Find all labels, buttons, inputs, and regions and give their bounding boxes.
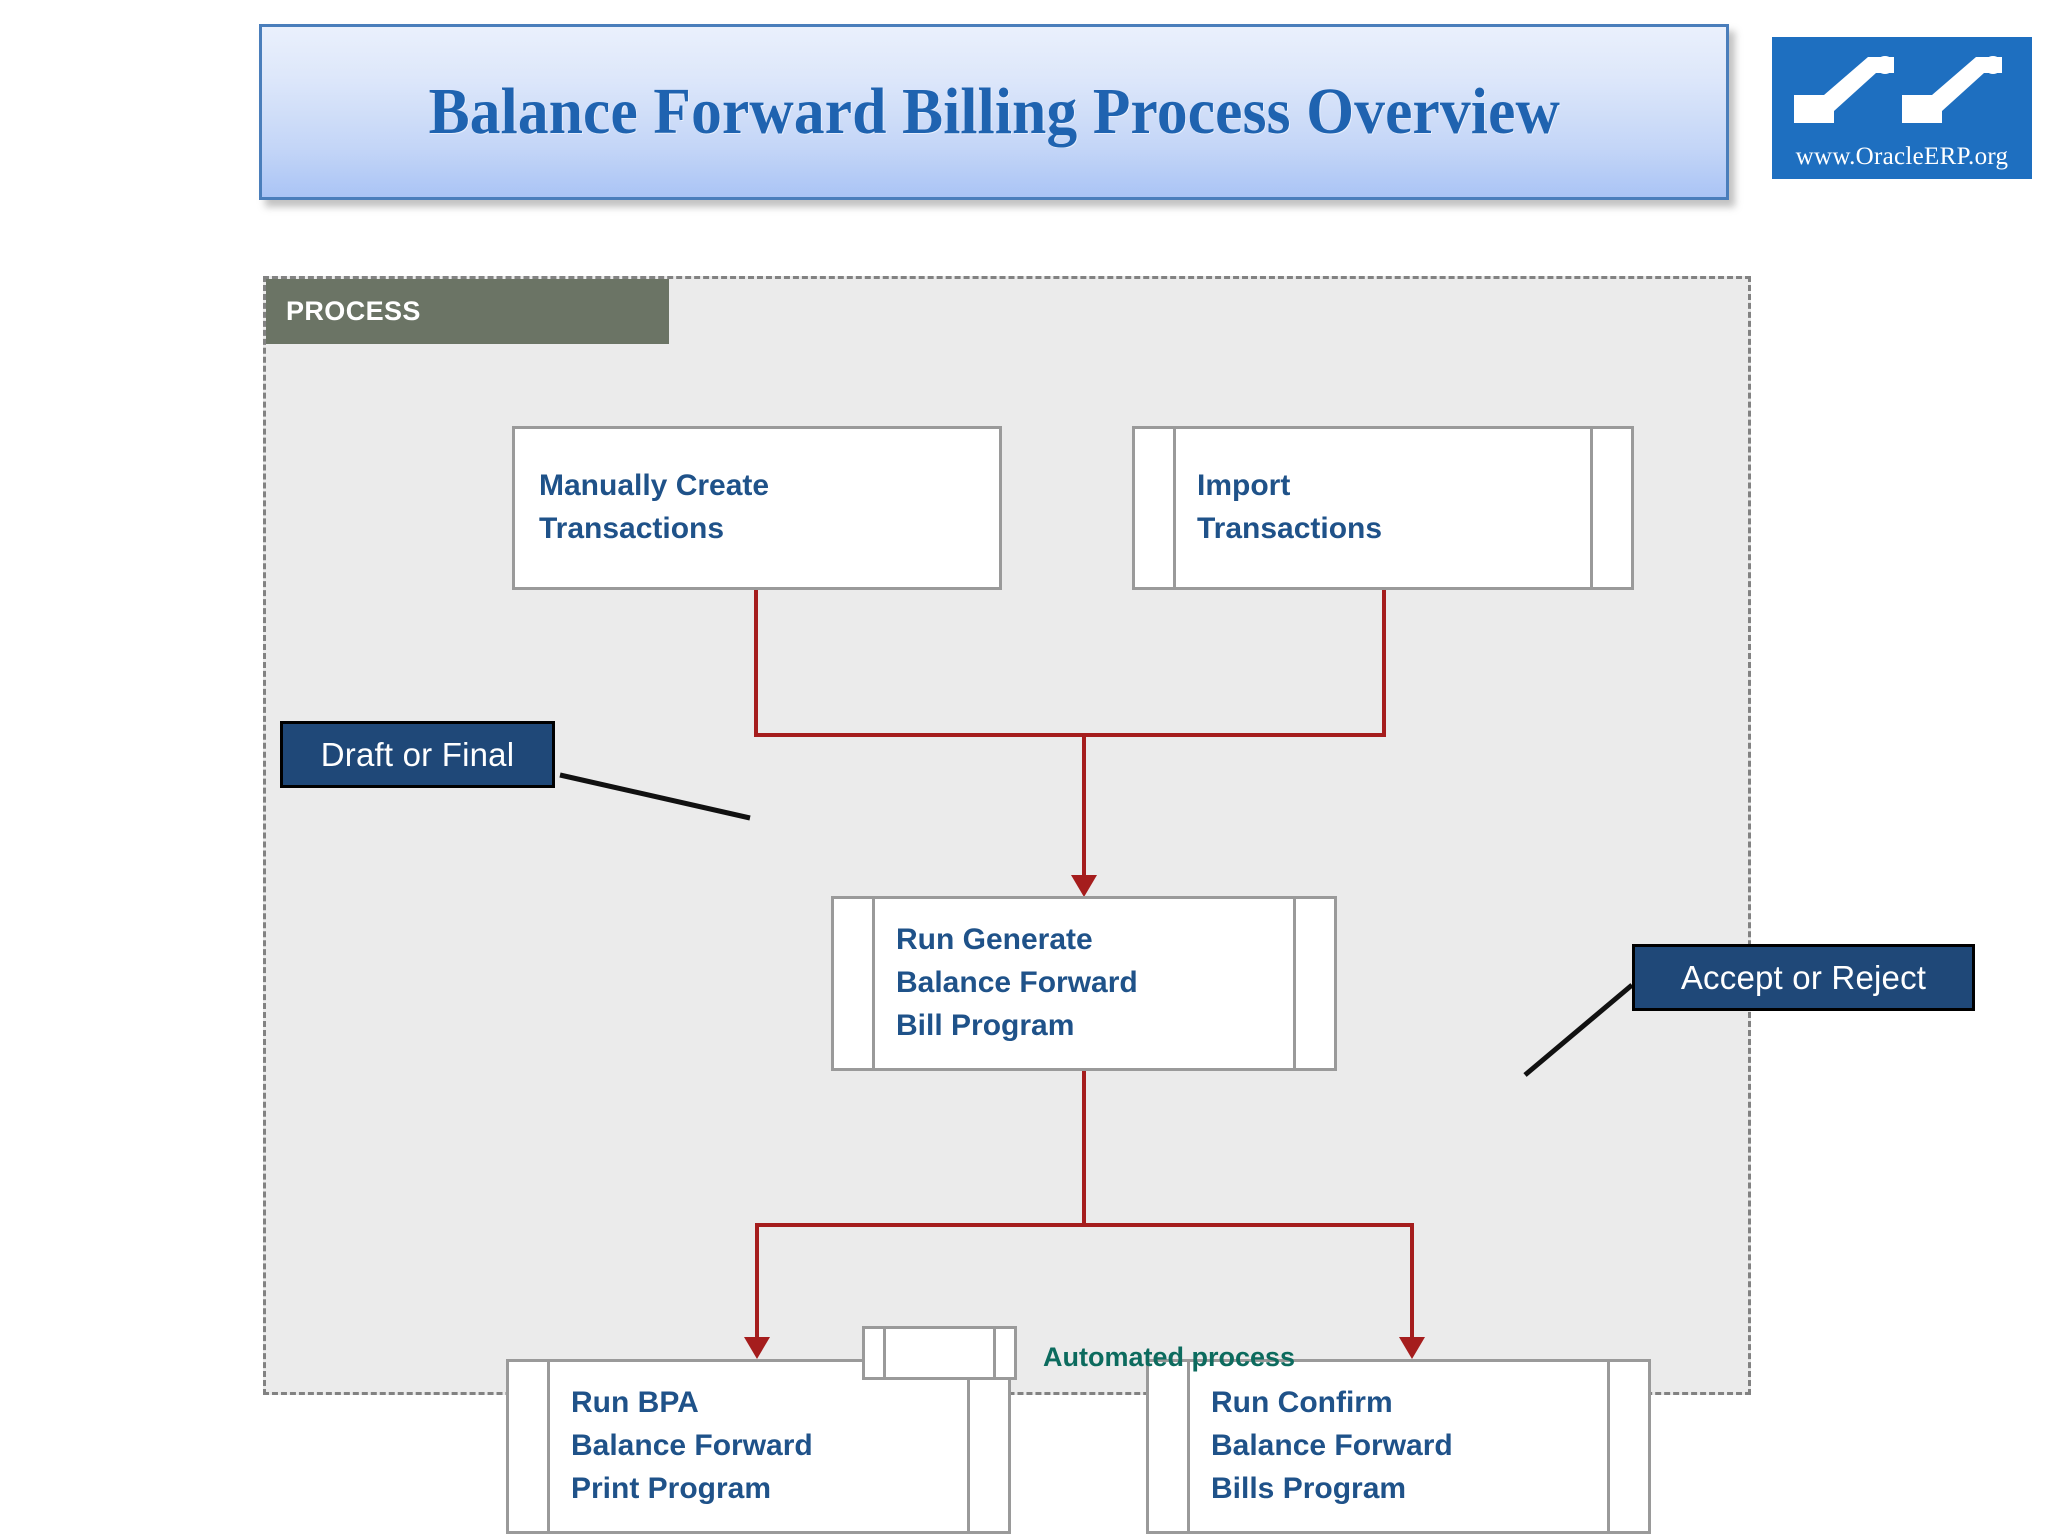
node-label: Run BPA Balance Forward Print Program xyxy=(571,1386,813,1505)
node-manually-create-transactions[interactable]: Manually Create Transactions xyxy=(512,426,1002,590)
connector-merge-bar xyxy=(754,733,1386,737)
node-run-confirm-balance-forward-bills-program[interactable]: Run Confirm Balance Forward Bills Progra… xyxy=(1146,1359,1651,1534)
predefined-process-right-bar xyxy=(967,1362,970,1531)
node-import-transactions[interactable]: Import Transactions xyxy=(1132,426,1634,590)
node-label: Import Transactions xyxy=(1197,469,1383,545)
title-banner: Balance Forward Billing Process Overview xyxy=(259,24,1729,200)
arrowhead-to-generate xyxy=(1071,875,1097,897)
connector-manual-down xyxy=(754,590,758,733)
arrowhead-to-confirm xyxy=(1399,1337,1425,1359)
swimlane-header-label: PROCESS xyxy=(286,296,421,326)
predefined-process-left-bar xyxy=(872,899,875,1068)
legend-shape-automated-process xyxy=(862,1326,1017,1380)
predefined-process-right-bar xyxy=(1607,1362,1610,1531)
callout-label: Accept or Reject xyxy=(1680,958,1927,996)
predefined-process-right-bar xyxy=(1293,899,1296,1068)
connector-split-bar xyxy=(755,1223,1414,1227)
logo-url-text: www.OracleERP.org xyxy=(1795,143,2009,170)
predefined-process-left-bar xyxy=(883,1329,886,1377)
callout-accept-or-reject[interactable]: Accept or Reject xyxy=(1632,944,1975,1011)
arrowhead-to-bpa-print xyxy=(744,1337,770,1359)
process-swimlane: PROCESS Manually Create Transactions Imp… xyxy=(263,276,1751,1534)
connector-merge-down xyxy=(1082,733,1086,881)
connector-import-down xyxy=(1382,590,1386,733)
escalator-logo-icon xyxy=(1794,56,2002,123)
node-run-generate-balance-forward-bill-program[interactable]: Run Generate Balance Forward Bill Progra… xyxy=(831,896,1337,1071)
connector-split-left xyxy=(755,1223,759,1343)
predefined-process-left-bar xyxy=(1173,429,1176,587)
page-title: Balance Forward Billing Process Overview xyxy=(428,75,1560,148)
oracleerp-logo[interactable]: www.OracleERP.org xyxy=(1772,37,2032,179)
node-run-bpa-balance-forward-print-program[interactable]: Run BPA Balance Forward Print Program xyxy=(506,1359,1011,1534)
callout-draft-or-final[interactable]: Draft or Final xyxy=(280,721,555,788)
predefined-process-left-bar xyxy=(1187,1362,1190,1531)
callout-label: Draft or Final xyxy=(320,735,515,773)
node-label: Run Confirm Balance Forward Bills Progra… xyxy=(1211,1386,1453,1505)
connector-split-right xyxy=(1410,1223,1414,1343)
node-label: Manually Create Transactions xyxy=(539,469,770,545)
predefined-process-right-bar xyxy=(993,1329,996,1377)
predefined-process-right-bar xyxy=(1590,429,1593,587)
connector-generate-down xyxy=(1082,1071,1086,1223)
predefined-process-left-bar xyxy=(547,1362,550,1531)
legend-label-automated-process: Automated process xyxy=(1043,1342,1296,1372)
swimlane-header-process: PROCESS xyxy=(266,279,669,344)
node-label: Run Generate Balance Forward Bill Progra… xyxy=(896,923,1138,1042)
